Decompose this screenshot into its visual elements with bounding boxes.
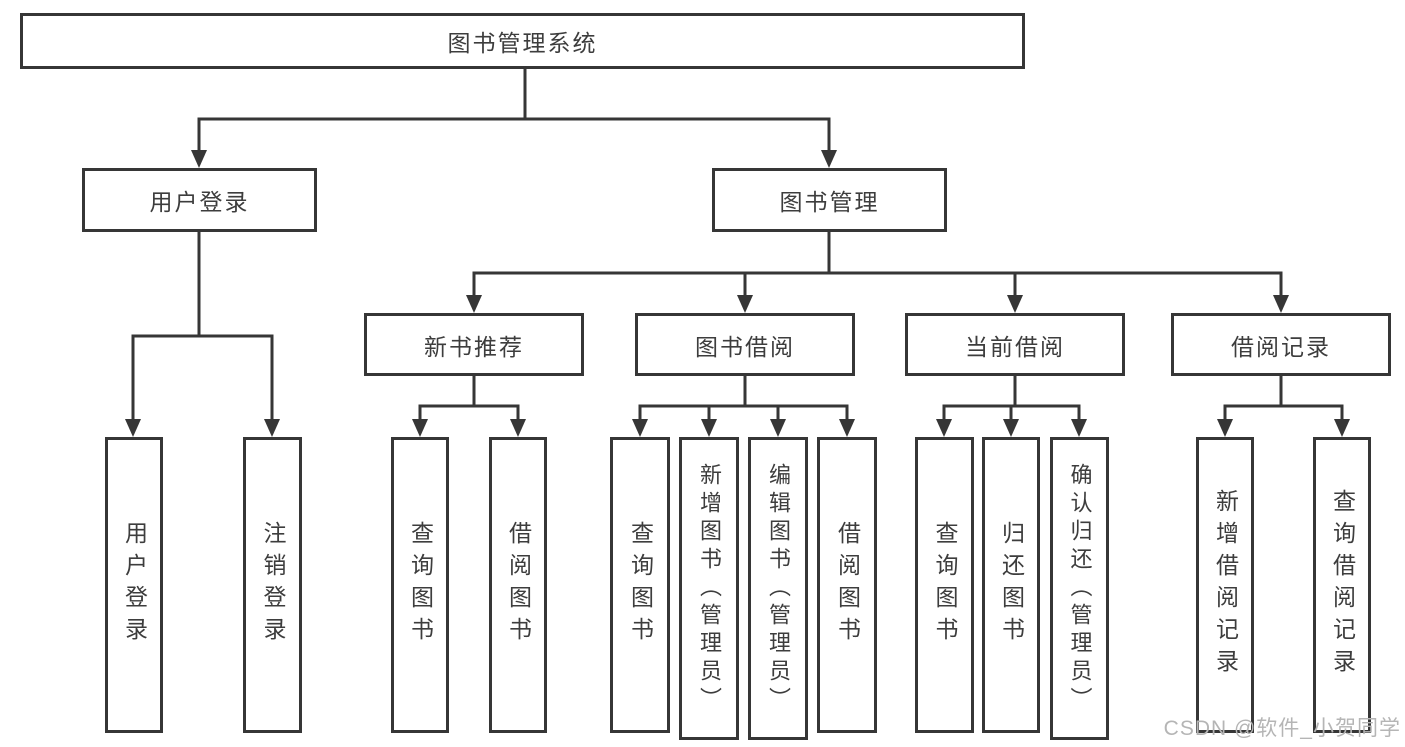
- leaf-confirm-return-admin: 确认归还（管理员）: [1050, 437, 1109, 740]
- node-borrowing-records: 借阅记录: [1171, 313, 1391, 376]
- node-label: 编辑图书（管理员）: [766, 462, 791, 715]
- node-label: 归还图书: [998, 521, 1025, 649]
- node-book-borrowing: 图书借阅: [635, 313, 855, 376]
- arrowheads: [125, 150, 1350, 437]
- node-current-borrowing: 当前借阅: [905, 313, 1125, 376]
- node-label: 借阅记录: [1231, 333, 1331, 360]
- node-label: 用户登录: [149, 189, 250, 215]
- node-library-management-system: 图书管理系统: [20, 13, 1025, 69]
- node-label: 新书推荐: [424, 333, 524, 360]
- node-label: 用户登录: [121, 521, 148, 649]
- leaf-user-login: 用户登录: [105, 437, 163, 733]
- node-label: 注销登录: [260, 521, 286, 649]
- leaf-borrow-books: 借阅图书: [489, 437, 547, 733]
- node-label: 图书借阅: [695, 333, 795, 360]
- node-new-book-recommendation: 新书推荐: [364, 313, 584, 376]
- leaf-add-books-admin: 新增图书（管理员）: [679, 437, 739, 740]
- leaf-logout: 注销登录: [243, 437, 302, 733]
- node-user-login: 用户登录: [82, 168, 317, 232]
- leaf-edit-books-admin: 编辑图书（管理员）: [748, 437, 808, 740]
- node-label: 借阅图书: [505, 521, 532, 649]
- leaf-query-books: 查询图书: [915, 437, 974, 733]
- csdn-watermark: CSDN @软件_小贺同学: [1163, 717, 1401, 740]
- node-label: 借阅图书: [834, 521, 861, 649]
- node-label: 查询图书: [932, 521, 958, 649]
- node-label: 图书管理: [779, 189, 880, 215]
- node-label: 新增借阅记录: [1212, 489, 1239, 681]
- leaf-return-books: 归还图书: [982, 437, 1040, 733]
- node-label: 查询图书: [627, 521, 654, 649]
- node-label: 当前借阅: [965, 333, 1065, 360]
- node-label: 图书管理系统: [447, 30, 598, 56]
- node-label: 确认归还（管理员）: [1067, 462, 1093, 715]
- leaf-add-borrow-record: 新增借阅记录: [1196, 437, 1254, 733]
- node-book-management: 图书管理: [712, 168, 947, 232]
- leaf-query-books: 查询图书: [610, 437, 670, 733]
- leaf-borrow-books: 借阅图书: [817, 437, 877, 733]
- leaf-query-borrow-record: 查询借阅记录: [1313, 437, 1371, 733]
- node-label: 查询图书: [407, 521, 434, 649]
- leaf-query-books: 查询图书: [391, 437, 449, 733]
- node-label: 查询借阅记录: [1329, 489, 1356, 681]
- node-label: 新增图书（管理员）: [697, 462, 722, 715]
